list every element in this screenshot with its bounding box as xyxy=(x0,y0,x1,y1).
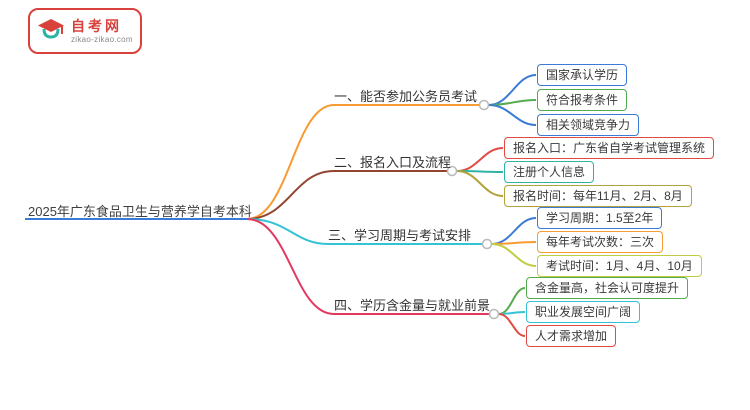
child-node: 含金量高，社会认可度提升 xyxy=(526,277,689,299)
link-branch3-child2 xyxy=(491,241,537,245)
child-node: 国家承认学历 xyxy=(537,64,628,86)
link-root-branch-3 xyxy=(246,218,329,245)
child-node: 注册个人信息 xyxy=(504,161,595,183)
child-node: 报名时间：每年11月、2月、8月 xyxy=(504,185,692,207)
link-branch4-child1 xyxy=(498,287,526,315)
link-root-branch-2 xyxy=(246,170,335,220)
link-branch3-child1 xyxy=(491,217,537,245)
logo-title: 自考网 xyxy=(71,17,122,34)
link-branch2-child1 xyxy=(456,147,504,172)
link-root-branch-1 xyxy=(246,104,335,220)
site-logo: 自考网 zikao-zikao.com xyxy=(28,8,142,54)
child-node: 人才需求增加 xyxy=(526,325,617,347)
child-node: 相关领域竞争力 xyxy=(537,114,640,136)
logo-subtitle: zikao-zikao.com xyxy=(71,34,133,44)
child-node: 学习周期：1.5至2年 xyxy=(537,207,663,229)
child-node: 报名入口：广东省自学考试管理系统 xyxy=(504,137,715,159)
link-root-branch-4 xyxy=(246,218,335,315)
link-branch4-child3 xyxy=(498,313,526,337)
child-node: 职业发展空间广阔 xyxy=(526,301,641,323)
link-branch3-child3 xyxy=(491,243,537,267)
link-branch1-child2 xyxy=(488,99,537,106)
graduation-cap-icon xyxy=(38,19,64,39)
branch-4-node-dot xyxy=(488,308,500,320)
branch-3-node-dot xyxy=(481,238,493,250)
branch-1-label: 一、能否参加公务员考试 xyxy=(334,89,478,104)
branch-4-label: 四、学历含金量与就业前景 xyxy=(334,298,491,313)
branch-2-label: 二、报名入口及流程 xyxy=(334,155,452,170)
child-node: 符合报考条件 xyxy=(537,89,628,111)
link-branch1-child1 xyxy=(488,74,537,106)
link-branch1-child3 xyxy=(488,104,537,126)
link-branch2-child3 xyxy=(456,170,504,197)
logo-texts: 自考网 zikao-zikao.com xyxy=(71,18,133,45)
root-node-label: 2025年广东食品卫生与营养学自考本科 xyxy=(28,204,252,219)
child-node: 每年考试次数：三次 xyxy=(537,231,664,253)
child-node: 考试时间：1月、4月、10月 xyxy=(537,255,702,277)
branch-1-node-dot xyxy=(478,99,490,111)
link-branch2-child2 xyxy=(456,170,504,173)
link-branch4-child2 xyxy=(498,311,526,315)
branch-3-label: 三、学习周期与考试安排 xyxy=(328,228,472,243)
